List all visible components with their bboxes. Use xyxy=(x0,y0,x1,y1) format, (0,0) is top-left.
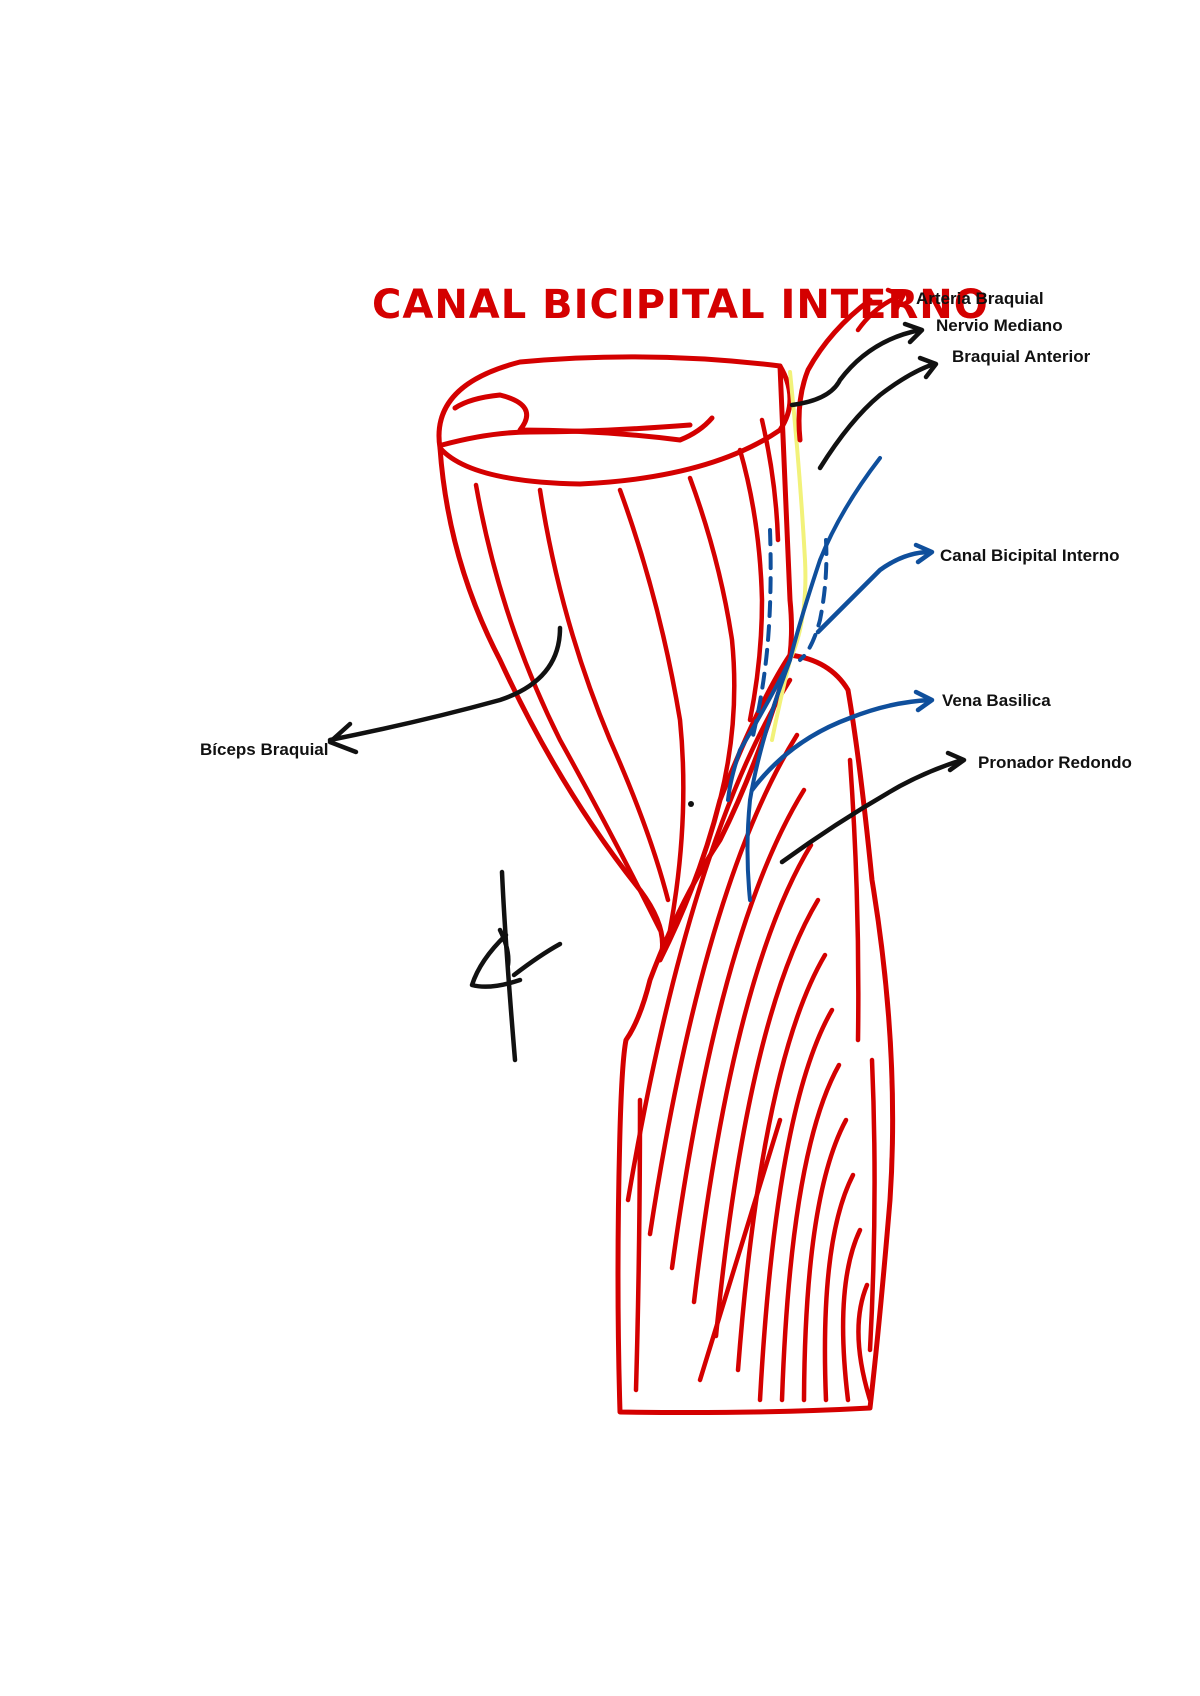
canal-dashed-right xyxy=(798,538,829,662)
pronador-fiber xyxy=(691,842,814,1305)
pronador-fiber xyxy=(757,1007,835,1403)
braquial-anterior-arrowhead xyxy=(917,355,939,380)
vena-basilica-branch xyxy=(726,658,792,802)
nervio-mediano-arrowhead xyxy=(902,321,925,345)
label-canal-bicipital-interno: Canal Bicipital Interno xyxy=(940,546,1119,565)
biceps-fiber xyxy=(759,417,781,543)
label-nervio-mediano: Nervio Mediano xyxy=(936,316,1063,335)
pronador-redondo-muscle xyxy=(615,652,896,1415)
nervio-mediano-line xyxy=(770,370,808,742)
arteria-braquial-line xyxy=(796,297,873,443)
pronador-fiber xyxy=(713,897,821,1339)
label-biceps-braquial: Bíceps Braquial xyxy=(200,740,329,759)
canal-bicipital-structures xyxy=(726,297,882,902)
canal-bicipital-pointer-line xyxy=(815,549,933,635)
biceps-braquial-arrowhead xyxy=(327,721,359,755)
canal-bicipital-arrowhead xyxy=(913,542,935,565)
biceps-top-ellipse xyxy=(436,354,793,487)
biceps-fiber xyxy=(617,487,686,933)
nervio-mediano-pointer-line xyxy=(789,327,923,408)
biceps-outline xyxy=(437,445,793,963)
biceps-fiber xyxy=(473,482,663,933)
pronador-fiber xyxy=(633,1097,643,1393)
vena-basilica-arrowhead xyxy=(913,689,935,713)
pronador-fiber xyxy=(647,732,800,1237)
braquial-anterior-pointer-line xyxy=(817,361,937,471)
pronador-fiber xyxy=(669,787,807,1271)
biceps-lateral-edge xyxy=(777,363,794,658)
label-vena-basilica: Vena Basilica xyxy=(942,691,1051,710)
canal-dashed-left xyxy=(750,528,773,742)
biceps-cut-line xyxy=(439,422,693,448)
label-pointers xyxy=(327,287,967,865)
arteria-braquial-arrowhead xyxy=(885,287,906,313)
biceps-fiber xyxy=(537,487,671,903)
pronador-fiber xyxy=(847,757,861,1043)
pronador-fiber xyxy=(822,1172,856,1403)
label-pronador-redondo: Pronador Redondo xyxy=(978,753,1132,772)
pronador-fiber xyxy=(697,1117,783,1383)
label-braquial-anterior: Braquial Anterior xyxy=(952,347,1091,366)
pronador-fiber xyxy=(801,1117,849,1403)
pronador-fiber xyxy=(735,952,828,1373)
small-mark xyxy=(688,801,694,807)
pronador-fiber xyxy=(625,677,793,1203)
signature-mark xyxy=(469,869,563,1063)
arteria-braquial-pointer-line xyxy=(855,293,903,333)
pronador-fiber xyxy=(867,1057,877,1353)
label-arteria-braquial: Arteria Braquial xyxy=(916,289,1044,308)
pronador-redondo-arrowhead xyxy=(945,750,967,773)
pronador-fiber xyxy=(779,1062,842,1403)
pronador-fiber xyxy=(856,1282,873,1403)
pronador-fiber xyxy=(840,1227,863,1403)
biceps-fiber xyxy=(737,447,765,723)
biceps-braquial-pointer-line xyxy=(327,625,563,743)
forearm-outline xyxy=(615,652,896,1415)
biceps-braquial-muscle xyxy=(436,354,794,963)
vena-basilica-pointer-line xyxy=(749,697,933,793)
biceps-fiber xyxy=(687,475,737,803)
pronador-redondo-pointer-line xyxy=(779,757,965,865)
vena-basilica-line xyxy=(745,456,882,902)
